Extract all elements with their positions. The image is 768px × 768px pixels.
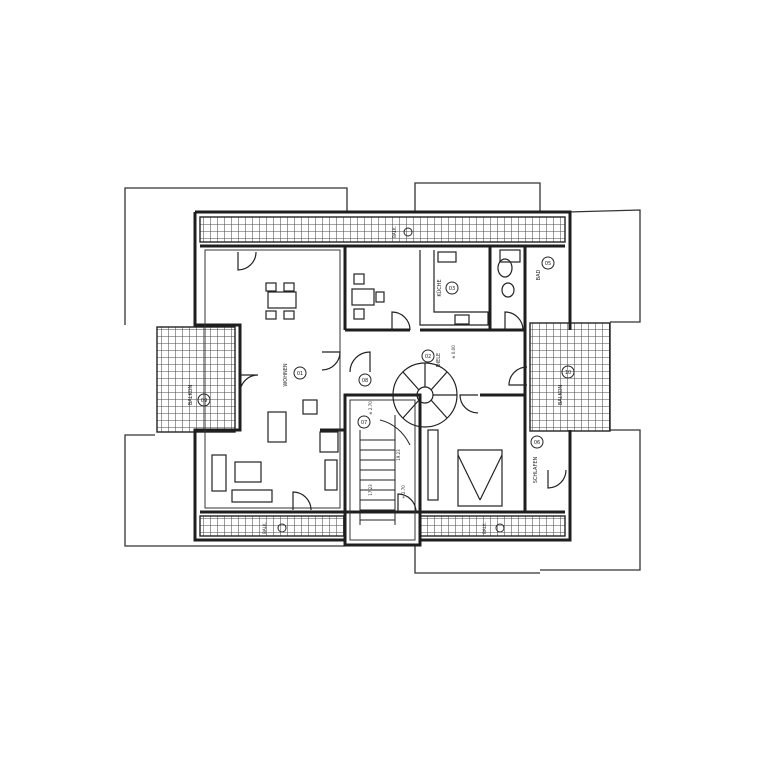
roof-outline-top-right xyxy=(414,182,541,212)
stair-dim-a: 19.23 xyxy=(396,449,401,461)
schlafen-label: SCHLAFEN xyxy=(533,456,539,483)
marker-schlafen xyxy=(530,435,544,449)
spiral-steps xyxy=(393,363,457,419)
marker-flur xyxy=(358,373,372,387)
kitchen-chair-1 xyxy=(353,273,365,285)
tiled-strip-bottom xyxy=(199,515,346,537)
wohnen-inner xyxy=(204,249,341,509)
stair-dim-b: 17.23 xyxy=(368,484,373,496)
kitchen-counter xyxy=(419,250,489,326)
dining-table xyxy=(267,291,297,309)
dining-chair-4 xyxy=(283,310,295,320)
tv-cabinet xyxy=(302,399,318,415)
thin-lines xyxy=(204,249,416,541)
outer-wall-top xyxy=(195,210,572,330)
door-bad xyxy=(504,311,524,331)
balkon-left-number: 09 xyxy=(201,398,207,404)
balkon-right-number: 10 xyxy=(565,370,571,376)
door-wohnen-left xyxy=(239,374,259,394)
tiled-strip-bottom-right xyxy=(419,515,566,537)
marker-kueche xyxy=(445,281,459,295)
kitchen-table xyxy=(351,288,375,306)
furniture xyxy=(211,249,521,507)
marker-treppe xyxy=(357,415,371,429)
dining-chair-1 xyxy=(265,282,277,292)
stair-level-top: ± 2.70 xyxy=(368,401,373,415)
door-kueche xyxy=(391,311,411,331)
balcony-markers xyxy=(277,227,505,533)
balk-bottom-left: BALK. xyxy=(262,522,267,534)
balk-bottom-right: BALK. xyxy=(482,522,487,534)
balkon-right-area xyxy=(529,322,611,432)
sideboard xyxy=(319,431,339,453)
diele-label: DIELE xyxy=(436,353,442,367)
door-schlafen-right xyxy=(547,469,567,489)
roof-outlines xyxy=(124,182,641,574)
annotation-marks: BALK. BALK. BALK. ± 2.70 ± 0.00 + 2.70 1… xyxy=(262,226,487,534)
kueche-label: KÜCHE xyxy=(436,279,443,296)
balkon-left-area xyxy=(156,326,236,433)
coffee-table xyxy=(267,411,287,443)
tiled-strip-top xyxy=(199,216,566,243)
room-labels: 01 WOHNEN 03 KÜCHE 05 BAD 02 DIELE 08 06… xyxy=(188,261,571,483)
door-flur xyxy=(349,351,371,373)
marker-diele xyxy=(421,349,435,363)
kitchen-stove xyxy=(454,314,470,325)
bed-cross-2 xyxy=(479,454,503,501)
balkon-left-label: BALKON xyxy=(188,385,194,406)
marker-bad xyxy=(541,256,555,270)
door-wohnen-diele xyxy=(321,351,341,371)
kitchen-chair-2 xyxy=(353,308,365,320)
balkon-right-label: BALKON xyxy=(558,385,564,406)
dining-chair-2 xyxy=(283,282,295,292)
kueche-number: 03 xyxy=(449,286,455,292)
marker-balkon-left xyxy=(197,393,211,407)
stair-level-low: + 2.70 xyxy=(401,485,406,499)
door-balkon-right xyxy=(508,366,528,386)
armchair xyxy=(234,461,262,483)
sofa-bottom xyxy=(231,489,273,503)
dining-chair-3 xyxy=(265,310,277,320)
kitchen-sink xyxy=(437,251,457,263)
door-wohnen-top xyxy=(237,251,257,271)
shelf xyxy=(324,459,338,491)
marker-balkon-right xyxy=(561,365,575,379)
door-schlafen xyxy=(459,394,479,414)
bed xyxy=(457,449,503,507)
bad-label: BAD xyxy=(536,270,542,281)
marker-wohnen xyxy=(293,366,307,380)
door-wohnen-bottom xyxy=(292,491,312,511)
roof-outline-left-lower xyxy=(124,434,345,547)
treppe-number: 07 xyxy=(361,420,367,426)
wohnen-label: WOHNEN xyxy=(283,363,289,387)
stair-level-mid: ± 0.00 xyxy=(451,345,456,359)
stair-inner xyxy=(349,399,416,541)
shower xyxy=(499,249,521,263)
walls xyxy=(193,210,572,547)
wohnen-number: 01 xyxy=(297,371,303,377)
schlafen-number: 06 xyxy=(534,440,540,446)
outer-wall-left xyxy=(193,212,345,542)
diele-number: 02 xyxy=(425,354,431,360)
balk-top: BALK. xyxy=(392,226,397,238)
spiral-stair xyxy=(392,362,458,428)
bad-number: 05 xyxy=(545,261,551,267)
wardrobe xyxy=(427,429,439,501)
doors xyxy=(237,251,567,513)
kitchen-chair-3 xyxy=(375,291,385,303)
roof-outline-right-lower xyxy=(540,429,641,571)
flur-number: 08 xyxy=(362,378,368,384)
straight-stair xyxy=(359,415,411,525)
sofa-side xyxy=(211,454,227,492)
toilet xyxy=(497,258,513,278)
roof-outline-bottom xyxy=(414,545,540,574)
washbasin xyxy=(501,282,515,298)
door-stair xyxy=(397,493,417,513)
roof-outline-top-left xyxy=(124,187,348,325)
room-markers xyxy=(197,256,575,449)
roof-outline-right-upper xyxy=(567,209,641,323)
bed-cross-1 xyxy=(457,454,481,501)
